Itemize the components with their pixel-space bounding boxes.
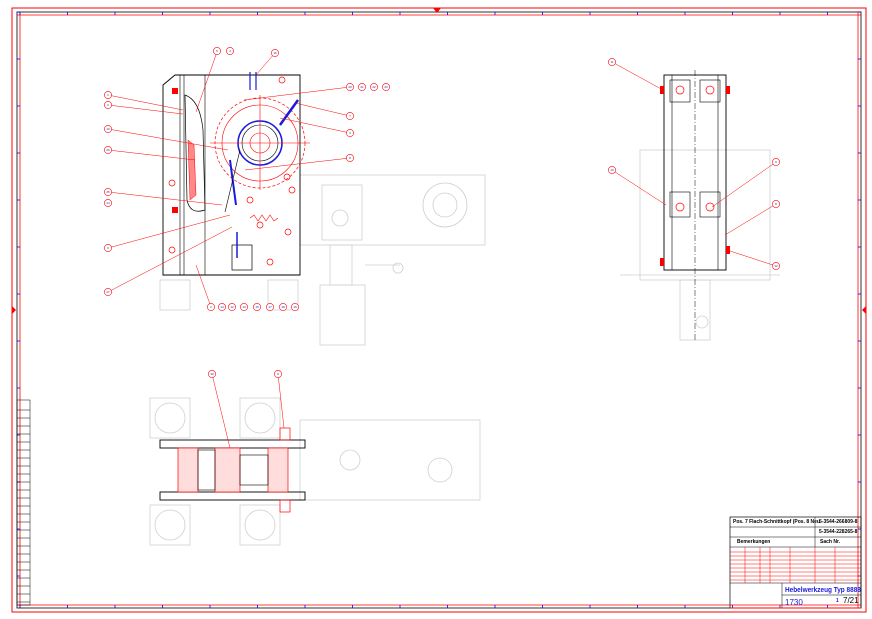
item-balloon: 22 (370, 83, 378, 91)
drawing-title: Hebelwerkzeug Typ 8888 (785, 585, 861, 594)
balloon-label: 1 (107, 93, 109, 97)
item-balloon: 16 (271, 49, 279, 57)
balloon-label: 24 (106, 201, 110, 205)
balloon-label: 19 (293, 305, 297, 309)
item-balloon: 25 (104, 188, 112, 196)
item-balloon: 2 (104, 101, 112, 109)
sheet-number: 1730 (785, 598, 803, 607)
balloon-label: 25 (106, 190, 110, 194)
center-mark-right (862, 306, 866, 314)
balloon-label: 18 (281, 305, 285, 309)
item-balloon: 18 (279, 303, 287, 311)
item-number-label: Sach Nr. (820, 539, 841, 545)
item-balloon: 12 (772, 262, 780, 270)
balloon-label: 3 (349, 131, 351, 135)
balloon-label: 10 (610, 168, 614, 172)
center-mark-top (433, 8, 441, 13)
balloon-label: 11 (610, 60, 613, 64)
center-mark-left (12, 306, 16, 314)
item-balloon: 13 (240, 303, 248, 311)
front-view (162, 72, 310, 276)
item-balloon: 14 (218, 303, 226, 311)
balloon-label: 20 (348, 85, 352, 89)
item-balloon: 5 (213, 47, 221, 55)
item-balloon: 17 (266, 303, 274, 311)
item-balloon: 23 (382, 83, 390, 91)
item-balloon: 8 (772, 200, 780, 208)
balloon-label: 12 (230, 305, 234, 309)
balloon-label: 8 (775, 202, 777, 206)
ghost-linkage (149, 149, 780, 546)
revision: 7/21 (843, 596, 859, 605)
balloon-label: 14 (220, 305, 224, 309)
balloon-label: 5 (216, 49, 218, 53)
balloon-label: 21 (360, 85, 364, 89)
balloon-label: 8 (349, 156, 351, 160)
item-balloon: 9 (274, 370, 282, 378)
balloon-label: 22 (372, 85, 376, 89)
balloon-label: 26 (106, 148, 110, 152)
balloon-label: 15 (255, 305, 259, 309)
item-balloon: 21 (358, 83, 366, 91)
revision-table (16, 399, 31, 606)
balloon-label: 9 (775, 160, 777, 164)
balloon-label: 6 (107, 246, 109, 250)
balloon-label: 7 (349, 114, 351, 118)
item-balloon: 1 (104, 91, 112, 99)
item-balloon: 20 (346, 83, 354, 91)
item-balloon: 9 (772, 158, 780, 166)
section-view (159, 427, 306, 513)
grid-ticks (17, 11, 861, 608)
item-balloon: 1 (207, 303, 215, 311)
item-balloon: 19 (291, 303, 299, 311)
item-balloon: 8 (346, 154, 354, 162)
item-balloon: 12 (228, 303, 236, 311)
balloon-label: 16 (273, 51, 277, 55)
balloon-label: 13 (242, 305, 246, 309)
balloon-label: 17 (268, 305, 272, 309)
balloon-label: 9 (277, 372, 279, 376)
item-balloon: 3 (346, 129, 354, 137)
inner-frame (16, 11, 862, 609)
item-balloon: 30 (208, 370, 216, 378)
balloon-label: 27 (106, 290, 110, 294)
remarks-label: Bemerkungen (737, 539, 771, 545)
balloon-label: 30 (210, 372, 214, 376)
balloon-label: 12 (774, 264, 778, 268)
item-balloon: 27 (104, 288, 112, 296)
part-number-1: 5-3544-266809-8 (819, 519, 858, 525)
item-balloon: 26 (104, 146, 112, 154)
balloon-label: 2 (107, 103, 109, 107)
item-balloon: 4 (226, 47, 234, 55)
item-balloon: 10 (608, 166, 616, 174)
side-view (660, 70, 730, 340)
title-block-grid (729, 516, 862, 609)
leader-lines (107, 51, 777, 449)
item-balloon: 24 (104, 199, 112, 207)
balloon-label: 10 (106, 127, 110, 131)
item-balloon: 10 (104, 125, 112, 133)
item-balloon: 11 (608, 58, 616, 66)
part-number-2: 5-3544-228265-8 (819, 529, 858, 535)
position-note: Pos. 7 Flach-Schnittkopf (Pos. 8 Neu (733, 519, 820, 525)
item-balloon: 15 (253, 303, 261, 311)
balloon-label: 23 (384, 85, 388, 89)
balloon-label: 4 (229, 49, 231, 53)
balloon-label: 1 (210, 305, 212, 309)
sheet-index: 1 (836, 598, 839, 604)
item-balloon: 7 (346, 112, 354, 120)
item-balloon: 6 (104, 244, 112, 252)
